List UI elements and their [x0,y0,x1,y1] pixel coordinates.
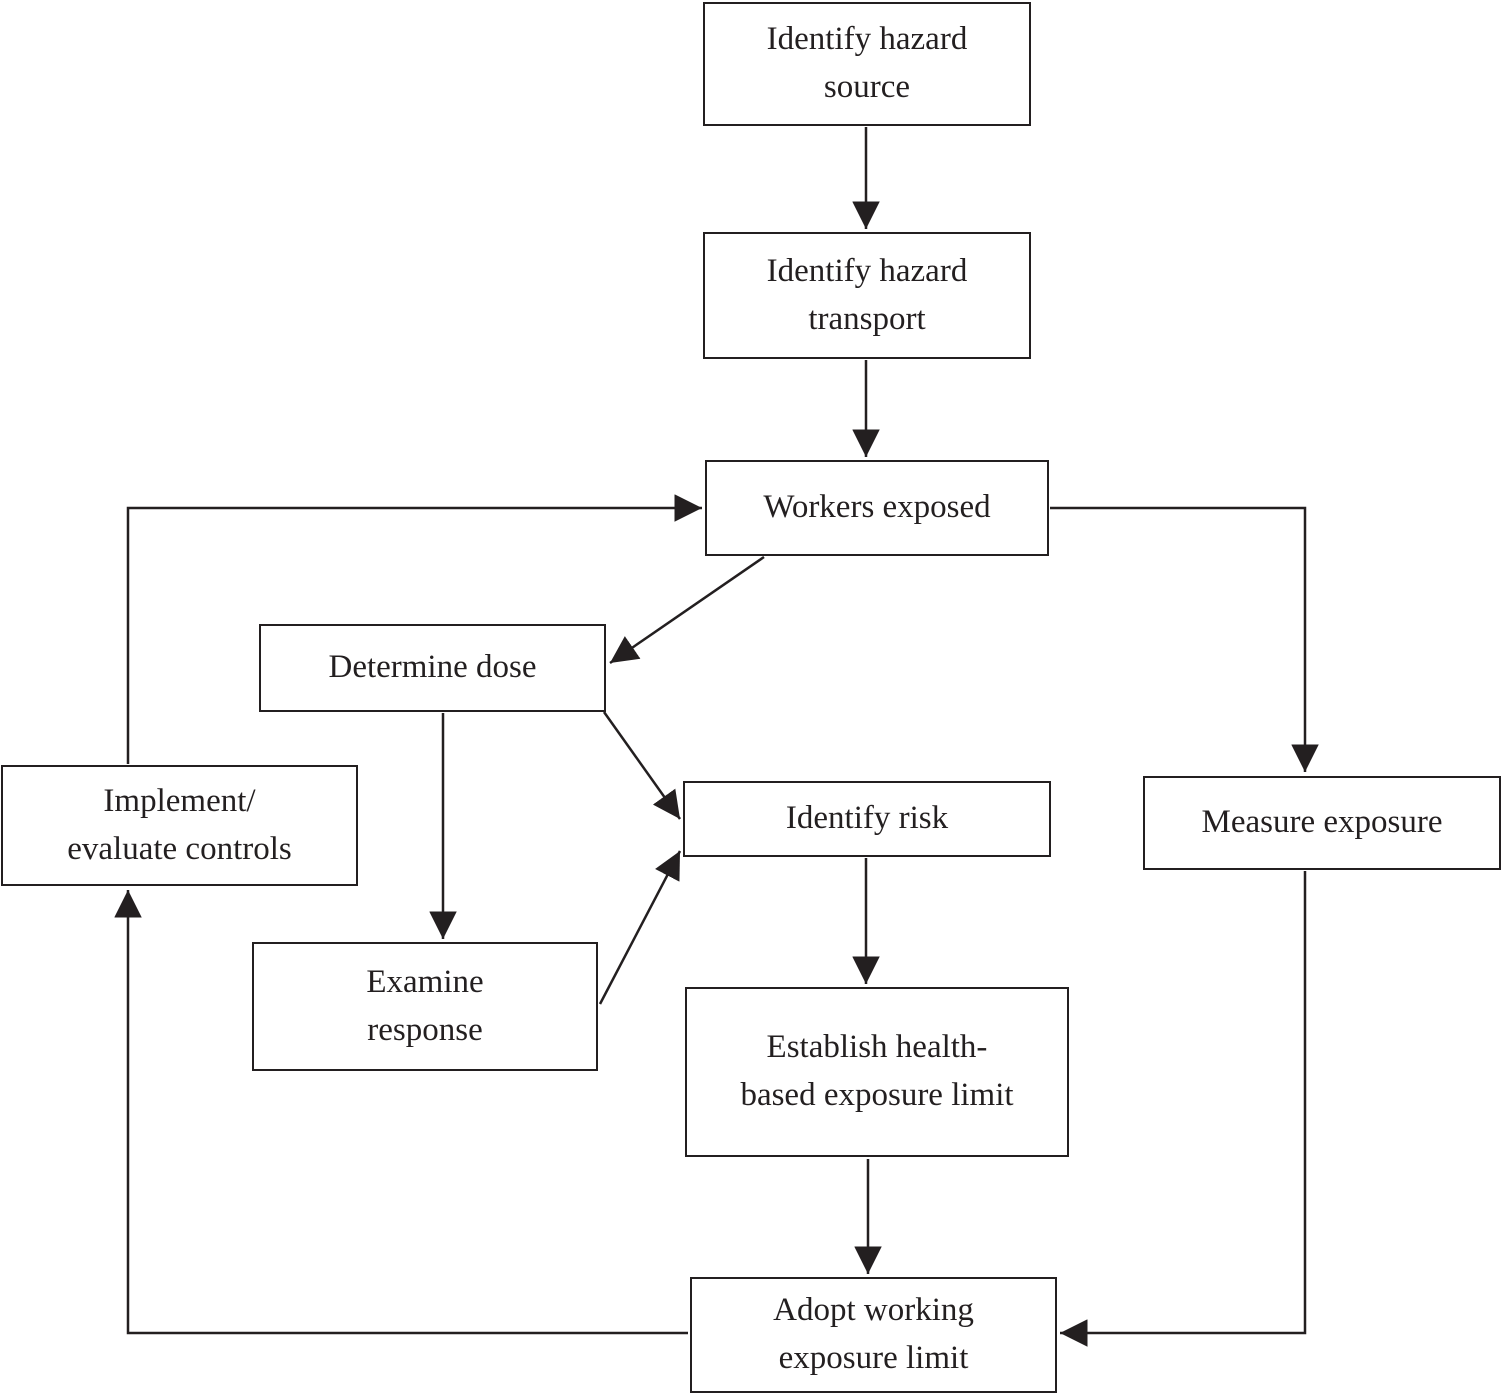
node-workers-exposed: Workers exposed [705,460,1049,556]
arrow-measure-to-adopt [1060,871,1307,1347]
node-establish-health-based-exposure-limit: Establish health- based exposure limit [685,987,1069,1157]
node-examine-response: Examine response [252,942,598,1071]
arrow-adopt-to-implement [114,890,688,1335]
arrow-response-to-risk [598,850,682,1005]
arrow-workers-to-dose [609,555,765,665]
arrow-implement-to-workers [126,494,702,764]
node-measure-exposure: Measure exposure [1143,776,1501,870]
node-adopt-working-exposure-limit: Adopt working exposure limit [690,1277,1057,1393]
node-identify-hazard-transport: Identify hazard transport [703,232,1031,359]
arrow-dose-to-risk [602,711,682,820]
node-implement-evaluate-controls: Implement/ evaluate controls [1,765,358,886]
node-determine-dose: Determine dose [259,624,606,712]
node-identify-risk: Identify risk [683,781,1051,857]
node-identify-hazard-source: Identify hazard source [703,2,1031,126]
arrow-workers-to-measure [1050,506,1319,772]
